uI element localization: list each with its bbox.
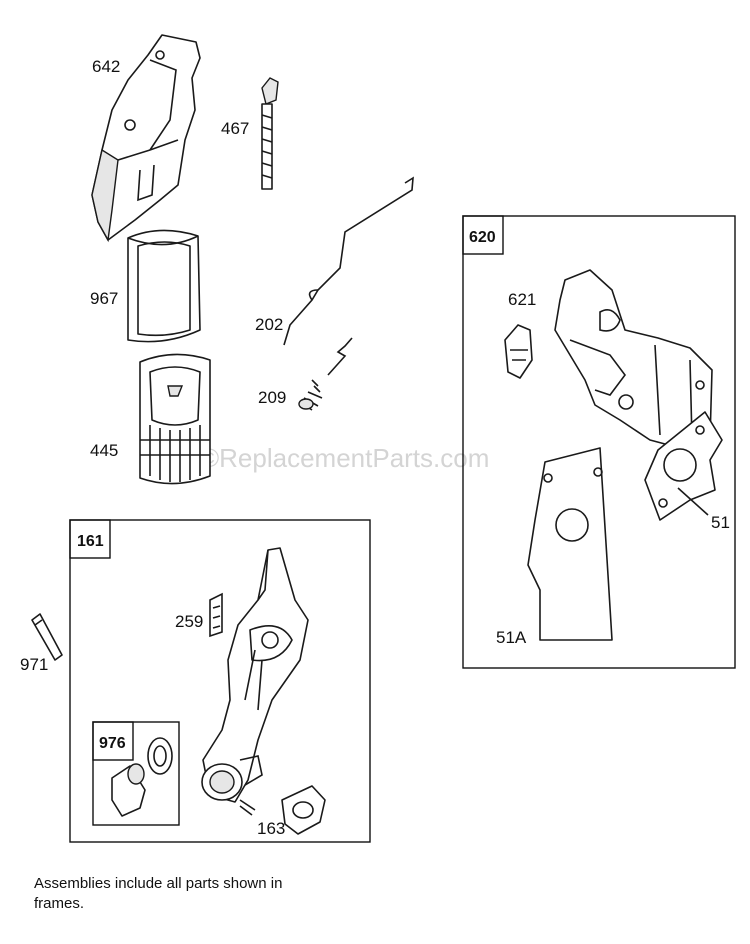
part-467-screw[interactable] [261,77,279,190]
watermark: ©ReplacementParts.com [200,443,489,473]
frame-976-tag [92,721,134,761]
part-967-pre-cleaner[interactable] [127,229,201,343]
label-967: 967 [90,289,118,308]
part-259-clip[interactable] [209,592,223,638]
part-202-governor-link[interactable] [283,176,414,346]
part-51-gasket[interactable] [644,411,723,521]
frame-976 [92,721,180,826]
label-642: 642 [92,57,120,76]
label-209: 209 [258,388,286,407]
part-209-governor-spring[interactable] [298,337,353,411]
assemblies-footnote: Assemblies include all parts shown in fr… [34,875,283,912]
label-445: 445 [90,441,118,460]
part-445-air-filter[interactable] [139,353,211,485]
part-971-pin[interactable] [31,613,63,661]
label-621: 621 [508,290,536,309]
frame-161-tag [69,519,111,559]
label-163: 163 [257,819,285,838]
part-621-fuel-valve[interactable] [504,324,533,379]
label-971: 971 [20,655,48,674]
part-642-air-cleaner-cover[interactable] [91,34,201,243]
label-51: 51 [711,513,730,532]
part-976-primer[interactable] [111,737,173,817]
frame-label-161: 161 [77,533,104,550]
label-467: 467 [221,119,249,138]
label-51a: 51A [496,628,527,647]
part-161-intake-body[interactable] [201,547,309,816]
frame-label-620: 620 [469,229,496,246]
frame-label-976: 976 [99,735,126,752]
label-259: 259 [175,612,203,631]
part-163-gasket[interactable] [281,785,326,835]
frame-161 [69,519,371,843]
label-202: 202 [255,315,283,334]
part-51a-gasket[interactable] [527,447,613,641]
frame-620-carburetor [462,215,736,669]
part-620-carburetor-body[interactable] [554,269,713,449]
leader-51 [677,487,709,516]
frame-620-tag [462,215,504,255]
